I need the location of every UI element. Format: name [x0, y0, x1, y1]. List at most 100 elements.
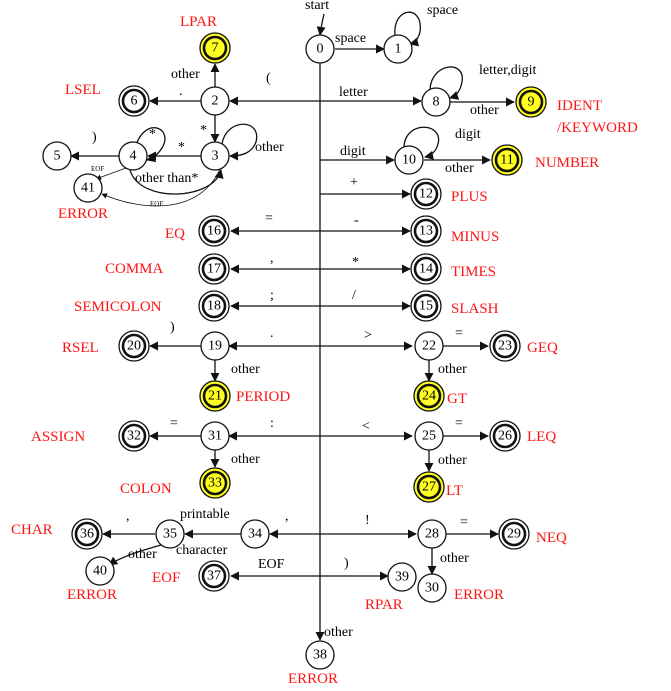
state-41-label: 41 — [81, 181, 95, 196]
state-38: 38 — [305, 640, 335, 670]
edge-label-space-0-1: space — [335, 31, 366, 46]
edge-label-space-loop: space — [427, 3, 458, 18]
state-34: 34 — [240, 519, 270, 549]
edge-label-rparen-4-5: ) — [92, 130, 97, 145]
state-4: 4 — [118, 141, 148, 171]
edge-label-dot-2-6: . — [179, 84, 183, 99]
state-22-label: 22 — [422, 339, 436, 354]
state-6-label: 6 — [131, 94, 138, 109]
state-3-label: 3 — [212, 149, 219, 164]
edge-label-letter: letter — [339, 85, 368, 100]
state-9-label: 9 — [528, 95, 535, 110]
state-41: 41 — [73, 173, 103, 203]
state-30-label: 30 — [425, 581, 439, 596]
state-39-label: 39 — [395, 570, 409, 585]
state-5-label: 5 — [54, 149, 61, 164]
state-23: 23 — [489, 330, 521, 362]
edge-label-other-2-7: other — [171, 67, 200, 82]
token-label-error-41: ERROR — [58, 206, 108, 222]
edge-label-digit-loop: digit — [455, 127, 481, 142]
loop-8 — [429, 66, 463, 100]
edge-labels: start space space ( other . * other * * … — [91, 0, 536, 640]
state-24: 24 — [413, 380, 445, 412]
state-1: 1 — [383, 34, 413, 64]
edge-label-digit: digit — [340, 144, 366, 159]
state-27-label: 27 — [422, 480, 436, 495]
edge-label-other-25-27: other — [438, 453, 467, 468]
edge-label-other-8-9: other — [470, 103, 499, 118]
state-28-label: 28 — [425, 527, 439, 542]
edges — [70, 11, 515, 641]
edge-label-star-loop-4: * — [149, 127, 156, 142]
token-label-error-40: ERROR — [67, 587, 117, 603]
state-5: 5 — [42, 141, 72, 171]
state-17: 17 — [198, 253, 230, 285]
edge-label-other-19-21: other — [231, 362, 260, 377]
state-29: 29 — [498, 518, 530, 550]
state-31-label: 31 — [208, 429, 222, 444]
state-28: 28 — [417, 519, 447, 549]
edge-label-other-28-30: other — [440, 551, 469, 566]
state-37-label: 37 — [207, 569, 221, 584]
edge-35-40 — [108, 544, 162, 566]
edge-label-other-31-33: other — [231, 452, 260, 467]
token-label-minus: MINUS — [451, 229, 499, 245]
state-0-label: 0 — [317, 42, 324, 57]
state-17-label: 17 — [207, 262, 221, 277]
state-18-label: 18 — [207, 299, 221, 314]
token-label-period: PERIOD — [236, 389, 290, 405]
state-36-label: 36 — [80, 527, 94, 542]
state-20: 20 — [118, 330, 150, 362]
state-31: 31 — [200, 421, 230, 451]
state-25-label: 25 — [422, 429, 436, 444]
state-8: 8 — [421, 87, 451, 117]
state-9: 9 — [515, 86, 547, 118]
state-19: 19 — [200, 331, 230, 361]
state-26-label: 26 — [498, 429, 512, 444]
token-label-error-38: ERROR — [288, 671, 338, 687]
state-21: 21 — [199, 380, 231, 412]
edge-label-eq-31-32: = — [170, 416, 178, 431]
state-10-label: 10 — [402, 153, 416, 168]
states: 0 1 2 3 4 5 6 7 8 9 10 11 12 13 14 15 16… — [42, 32, 547, 670]
state-25: 25 — [414, 421, 444, 451]
token-label-colon: COLON — [120, 481, 172, 497]
token-label-rpar: RPAR — [365, 597, 403, 613]
state-24-label: 24 — [422, 389, 436, 404]
state-3: 3 — [200, 141, 230, 171]
token-label-geq: GEQ — [527, 340, 558, 356]
token-label-lsel: LSEL — [65, 82, 101, 98]
edge-label-other-10-11: other — [445, 161, 474, 176]
edge-label-colon: : — [270, 416, 274, 431]
state-32-label: 32 — [127, 429, 141, 444]
state-32: 32 — [118, 420, 150, 452]
state-19-label: 19 — [208, 339, 222, 354]
start-label: start — [305, 0, 329, 13]
edge-label-quote-0-34: , — [285, 509, 289, 524]
state-40-label: 40 — [93, 564, 107, 579]
token-label-neq: NEQ — [536, 530, 567, 546]
state-11: 11 — [491, 144, 523, 176]
token-label-plus: PLUS — [451, 189, 488, 205]
state-39: 39 — [387, 562, 417, 592]
edge-label-eq-28-29: = — [460, 515, 468, 530]
token-label-lt: LT — [446, 483, 463, 499]
state-12-label: 12 — [419, 187, 433, 202]
state-38-label: 38 — [313, 648, 327, 663]
token-label-leq: LEQ — [527, 429, 556, 445]
state-13: 13 — [410, 215, 442, 247]
edge-label-eq: = — [265, 211, 273, 226]
state-27: 27 — [413, 471, 445, 503]
state-34-label: 34 — [248, 527, 262, 542]
state-35-label: 35 — [163, 527, 177, 542]
edge-label-rparen-0-39: ) — [344, 556, 349, 571]
edge-label-eq-25-26: = — [455, 416, 463, 431]
state-26: 26 — [489, 420, 521, 452]
state-21-label: 21 — [208, 389, 222, 404]
state-14: 14 — [410, 253, 442, 285]
state-40: 40 — [85, 556, 115, 586]
edge-4-41 — [95, 167, 127, 180]
loop-10 — [403, 126, 440, 160]
token-label-error-30: ERROR — [454, 587, 504, 603]
